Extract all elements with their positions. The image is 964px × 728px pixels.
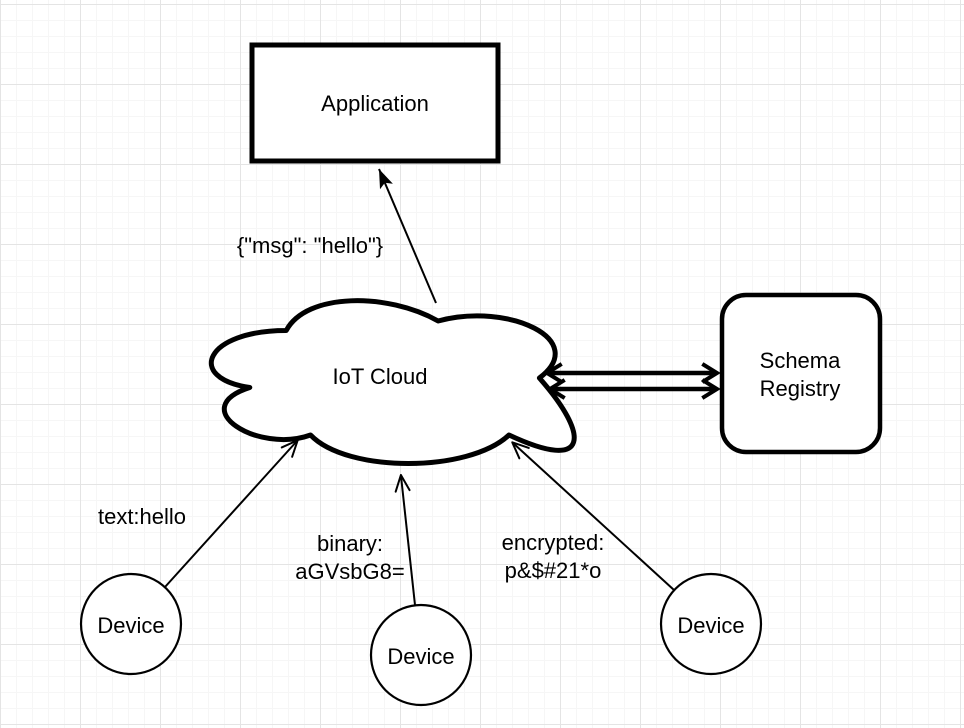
application-node-label[interactable]: Application: [321, 91, 429, 116]
iot-cloud-node-label[interactable]: IoT Cloud: [332, 364, 428, 389]
device-middle-node-label[interactable]: Device: [387, 644, 455, 669]
edge-label-encrypted-payload[interactable]: encrypted: p&$#21*o: [501, 530, 605, 583]
device-right-node-label[interactable]: Device: [677, 613, 745, 638]
edge-label-text-payload[interactable]: text:hello: [97, 504, 187, 529]
edge-cloud-to-application[interactable]: [378, 168, 437, 304]
iot-cloud-node-shape[interactable]: [208, 298, 577, 466]
device-left-node-shape[interactable]: [79, 572, 183, 676]
application-node-shape[interactable]: [249, 42, 501, 164]
device-middle-node-shape[interactable]: [369, 603, 473, 707]
edge-device-right-to-cloud[interactable]: [511, 441, 675, 591]
schema-registry-node-shape[interactable]: [719, 292, 883, 455]
edge-device-middle-to-cloud[interactable]: [394, 474, 416, 606]
device-left-node-label[interactable]: Device: [97, 613, 165, 638]
edge-label-binary-payload[interactable]: binary: aGVsbG8=: [295, 531, 405, 584]
edge-label-json-message[interactable]: {"msg": "hello"}: [236, 233, 384, 258]
edge-device-left-to-cloud[interactable]: [164, 439, 299, 588]
schema-registry-node-label[interactable]: Schema Registry: [759, 348, 841, 401]
device-right-node-shape[interactable]: [659, 572, 763, 676]
